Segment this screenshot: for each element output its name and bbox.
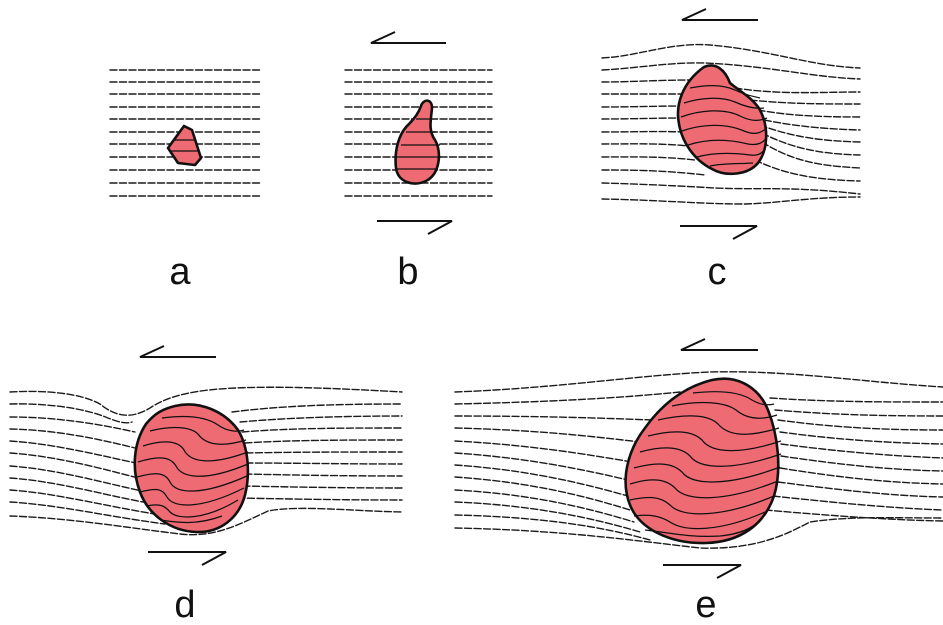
panel-d-bottom-shear-arrow bbox=[148, 552, 226, 565]
panel-c-top-shear-arrow bbox=[682, 9, 758, 20]
panel-label-a: a bbox=[169, 251, 191, 293]
panel-e: e bbox=[455, 339, 943, 625]
panel-c-bottom-shear-arrow bbox=[680, 226, 757, 239]
panel-label-e: e bbox=[695, 584, 716, 625]
panel-b-bottom-shear-arrow bbox=[377, 221, 452, 234]
panel-label-c: c bbox=[708, 251, 727, 293]
panel-d-porphyroblast bbox=[135, 404, 248, 532]
panel-b: b bbox=[345, 32, 492, 293]
panel-c: c bbox=[602, 9, 860, 293]
panel-d-top-shear-arrow bbox=[140, 346, 216, 357]
panel-b-porphyroblast bbox=[396, 101, 439, 184]
panel-a: a bbox=[110, 70, 262, 293]
panel-e-bottom-shear-arrow bbox=[663, 565, 741, 578]
panel-e-top-shear-arrow bbox=[681, 339, 758, 350]
panel-d: d bbox=[10, 346, 402, 625]
panel-e-porphyroblast bbox=[626, 379, 779, 543]
panel-label-d: d bbox=[174, 584, 195, 625]
panel-label-b: b bbox=[397, 251, 418, 293]
panel-b-top-shear-arrow bbox=[371, 32, 446, 43]
